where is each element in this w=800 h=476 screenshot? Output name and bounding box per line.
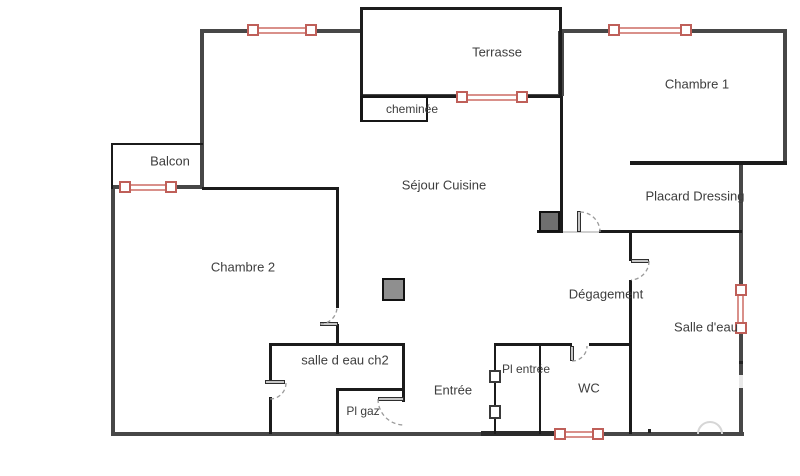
door-placard-leaf [577,211,581,232]
room-label-placard-dressing: Placard Dressing [645,188,745,204]
window-chambre1-end [680,24,692,36]
column-degagement [539,211,560,232]
window-top-left [257,27,309,34]
terrace-outline [360,7,562,98]
column-sejour [382,278,405,301]
door-plgaz-arc [377,398,404,426]
window-wc-end [554,428,566,440]
wall-bottom [112,432,744,436]
window-wc-end [592,428,604,440]
room-label-pl-entree: Pl entrée [501,362,551,376]
wall-right-upper [783,29,787,165]
room-label-terrasse: Terrasse [472,44,522,60]
door-wc-arc [571,345,588,362]
wall-plgaz-left [336,388,339,434]
room-label-sejour-cuisine: Séjour Cuisine [401,177,487,193]
wall-left-upper [200,29,204,189]
door-salledeau-arc [630,260,650,281]
wall-chambre2-right-a [336,187,339,308]
wall-chambre2-right-b [336,324,339,345]
room-label-balcon: Balcon [150,153,190,169]
wall-sdech2-left-a [269,343,272,381]
room-label-entree: Entrée [433,382,473,398]
wall-degagement-salledeau-a [629,230,632,261]
window-terrace-end [456,91,468,103]
placard-door-opening [563,231,599,233]
door-sdech2-arc [269,382,287,400]
wall-degagement-salledeau-b [629,280,632,434]
room-label-chambre2: Chambre 2 [210,259,276,275]
room-label-degagement: Dégagement [568,286,644,302]
wall-placard-bottom-b [599,230,742,233]
right-wall-tick [739,361,743,364]
bottom-wall-tick [648,429,651,433]
window-salledeau [737,294,744,325]
wall-chambre2-top [202,187,339,190]
window-salledeau-end [735,284,747,296]
window-top-left-end [305,24,317,36]
room-label-cheminee: cheminée [385,102,439,116]
wall-left-main [111,185,115,436]
wall-plgaz-top [336,388,405,391]
window-balcony-end [119,181,131,193]
plentree-door-symbol-end [489,405,501,419]
room-label-wc: WC [578,380,600,396]
right-wall-opening [739,375,743,388]
window-salledeau-end [735,322,747,334]
room-label-pl-gaz: Pl gaz [346,404,380,418]
door-plgaz-leaf [378,397,404,401]
window-balcony [129,184,169,191]
wall-sejour-chambre1 [560,96,563,233]
door-sdech2-leaf [265,380,285,384]
room-label-salle-deau: Salle d'eau [674,319,738,335]
window-balcony-end [165,181,177,193]
window-chambre1-end [608,24,620,36]
door-wc-leaf [570,346,574,361]
wall-bottom-dark-segment [481,431,554,436]
door-chambre2-leaf [320,322,338,326]
wall-wc-top-a [495,343,572,346]
wall-plentree-left [494,343,496,434]
wall-balcony-top [111,143,203,145]
window-chambre1 [618,27,682,34]
room-label-salle-deau-ch2: salle d eau ch2 [301,352,389,368]
wall-plentree-wc-divider [539,343,541,434]
room-label-chambre1: Chambre 1 [664,76,730,92]
wall-sdech2-left-b [269,397,272,434]
door-salledeau-leaf [631,259,649,263]
plentree-door-symbol-end [489,370,501,383]
wall-balcony-left [111,143,113,189]
window-wc [564,431,594,438]
window-terrace-end [516,91,528,103]
wall-chambre1-bottom [630,161,787,165]
wall-wc-top-b [589,343,630,346]
wall-sdech2-right [402,343,405,402]
window-terrace [466,94,519,101]
fireplace-box [360,96,428,122]
window-top-left-end [247,24,259,36]
door-placard-arc [579,211,601,233]
